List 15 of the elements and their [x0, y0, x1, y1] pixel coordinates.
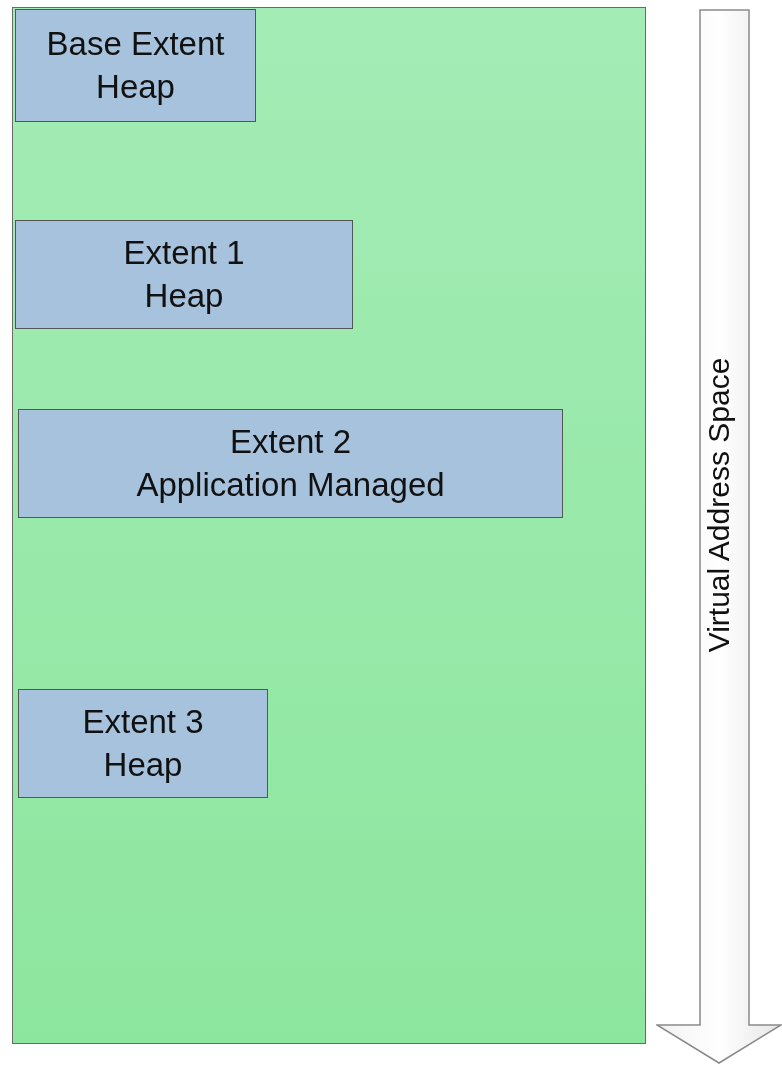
box-heading: Extent 3	[82, 701, 204, 742]
address-space-band	[12, 7, 646, 1044]
extent-box	[15, 220, 353, 329]
box-text: Heap	[96, 66, 175, 107]
box-heading: Extent 2	[229, 421, 352, 462]
box-text: Application Managed	[136, 464, 445, 505]
extent-box	[18, 689, 268, 798]
box-text: Heap	[103, 744, 183, 785]
axis-label: Virtual Address Space	[702, 358, 736, 653]
box-heading: Base Extent	[46, 23, 225, 64]
down-arrow	[656, 9, 782, 1065]
extent-box	[15, 9, 256, 122]
box-heading: Extent 1	[123, 232, 245, 273]
extent-box	[18, 409, 563, 518]
box-text: Heap	[144, 275, 224, 316]
